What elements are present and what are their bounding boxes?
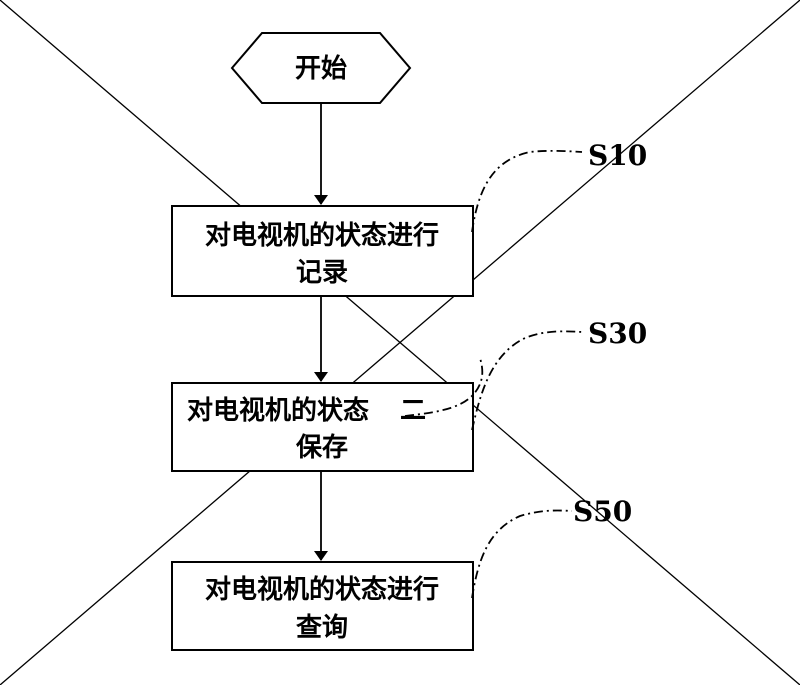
step-rect-s30 [171, 382, 474, 472]
leader-s30-inner [404, 357, 484, 417]
step-box-s10: 对电视机的状态进行 记录 [171, 205, 474, 297]
step-s10-line1: 对电视机的状态进行 [205, 220, 439, 251]
start-label: 开始 [295, 54, 347, 84]
step-box-s30: 对电视机的状态 二 保存 [171, 382, 474, 472]
start-node: 开始 [230, 32, 412, 104]
step-box-s50: 对电视机的状态进行 查询 [171, 561, 474, 651]
step-label-s50: S50 [573, 495, 632, 528]
leader-s50 [471, 509, 573, 599]
start-hexagon [230, 32, 412, 104]
leader-s10 [471, 149, 583, 233]
leader-s30 [471, 330, 583, 431]
step-rect-s10 [171, 205, 474, 297]
step-s30-line1-tail: 二 [400, 396, 426, 426]
step-s30-line1: 对电视机的状态 [187, 395, 369, 426]
step-label-s10: S10 [588, 139, 647, 172]
step-label-s30: S30 [588, 317, 647, 350]
step-s50-line2: 查询 [296, 613, 348, 643]
step-s50-line1: 对电视机的状态进行 [205, 574, 439, 605]
step-rect-s50 [171, 561, 474, 651]
step-s30-line2: 保存 [295, 433, 348, 463]
step-s10-line2: 记录 [296, 258, 348, 288]
